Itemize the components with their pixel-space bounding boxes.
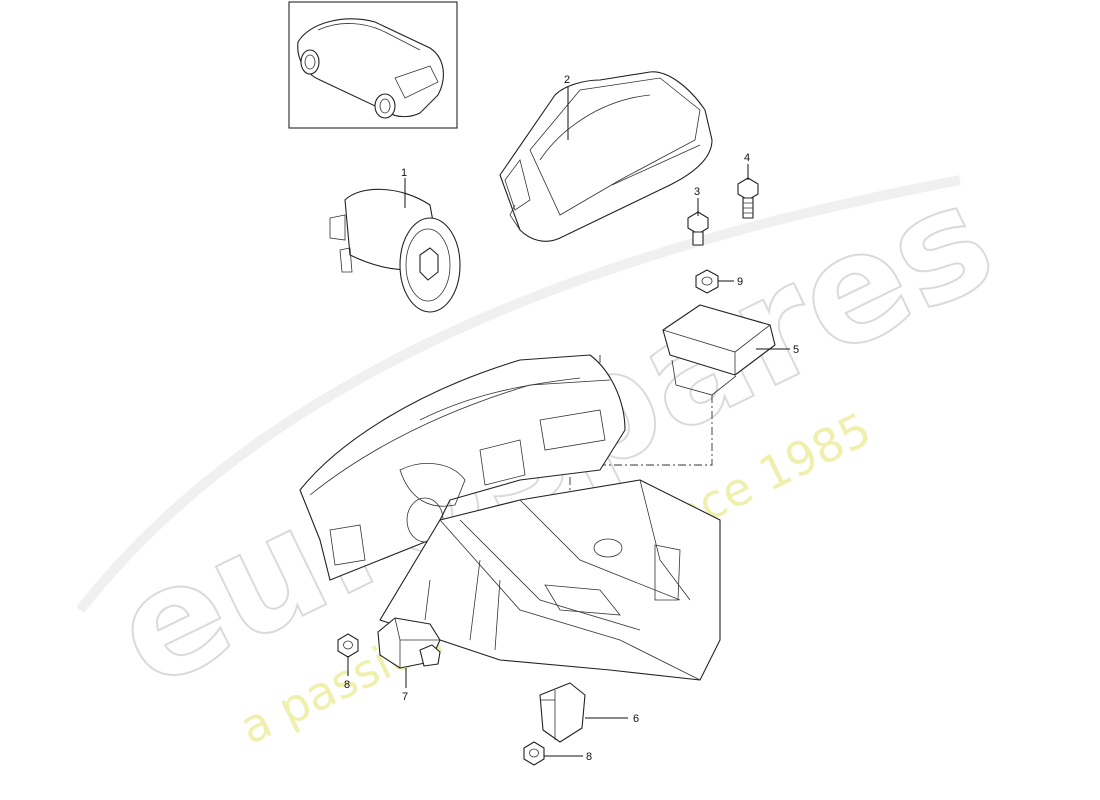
callout-8-left: 8	[344, 679, 350, 691]
nut-9	[695, 269, 719, 294]
nut-8-bottom	[523, 741, 545, 766]
airbag-control-unit	[662, 304, 776, 396]
callout-3: 3	[694, 186, 700, 198]
callouts: 1 2 3 4 9 5 8 7 6 8	[344, 74, 799, 763]
dashboard	[299, 354, 626, 581]
vehicle-floor	[379, 479, 721, 681]
callout-4: 4	[744, 152, 750, 164]
callout-9: 9	[737, 276, 743, 288]
nut-8-left	[337, 633, 359, 658]
callout-1: 1	[401, 167, 407, 179]
front-sensor	[377, 617, 441, 669]
callout-2: 2	[564, 74, 570, 86]
vehicle-thumbnail	[288, 1, 458, 129]
callout-6: 6	[633, 713, 639, 725]
leader-lines	[347, 87, 790, 757]
side-sensor	[539, 682, 586, 743]
callout-7: 7	[402, 691, 408, 703]
passenger-airbag	[499, 71, 713, 242]
bolt-4	[737, 177, 759, 219]
callout-8-bottom: 8	[586, 751, 592, 763]
callout-5: 5	[793, 344, 799, 356]
driver-airbag	[329, 188, 461, 313]
